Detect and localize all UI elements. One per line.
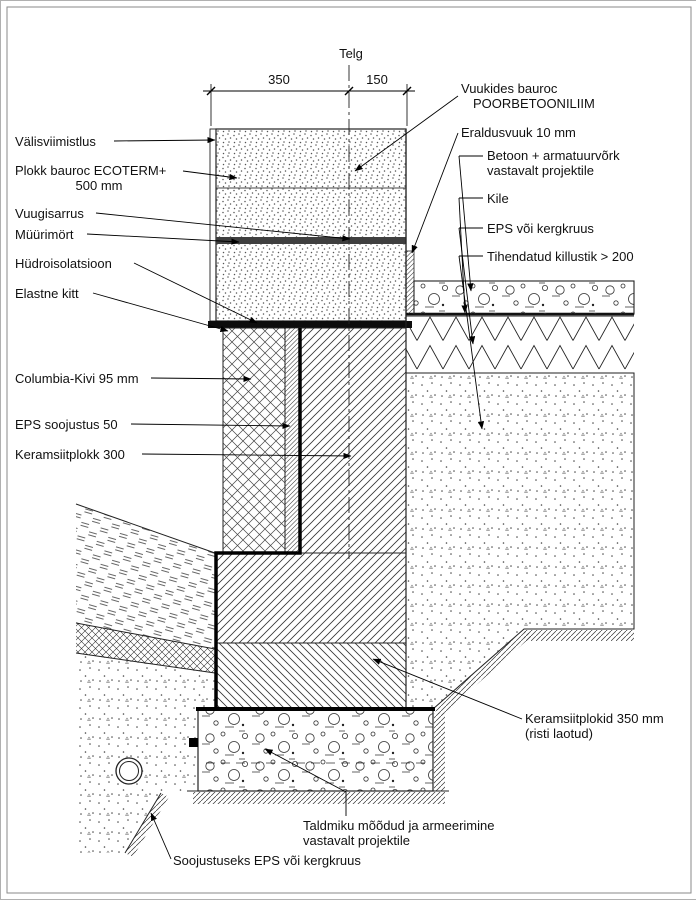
- label-betoon: Betoon + armatuurvõrk vastavalt projekti…: [487, 148, 620, 178]
- leader-lines: [86, 95, 523, 860]
- label-vuukides-line2: POORBETOONILIIM: [473, 96, 595, 111]
- dimension-150: 150: [366, 72, 388, 87]
- label-kile: Kile: [487, 191, 509, 206]
- label-vuukides-line1: Vuukides bauroc: [461, 81, 558, 96]
- waterproofing-band: [208, 321, 412, 328]
- foundation-block-cross-laid: [215, 642, 407, 710]
- label-columbia-kivi: Columbia-Kivi 95 mm: [15, 371, 139, 386]
- label-eraldusvuuk: Eraldusvuuk 10 mm: [461, 125, 576, 140]
- label-muurimort: Müürimört: [15, 227, 74, 242]
- label-betoon-line1: Betoon + armatuurvõrk: [487, 148, 620, 163]
- sheet-frame: [6, 6, 692, 894]
- wall-section: [208, 128, 412, 710]
- eraldusvuuk-joint: [405, 250, 415, 315]
- foundation-block-upper: [215, 552, 407, 644]
- label-taldmik: Taldmiku mõõdud ja armeerimine vastavalt…: [303, 818, 494, 848]
- label-eps-soojustus: EPS soojustus 50: [15, 417, 118, 432]
- bauroc-block: [215, 128, 407, 322]
- ground-left: [75, 503, 216, 857]
- label-vuukides: Vuukides bauroc POORBETOONILIIM: [461, 81, 595, 111]
- compacted-gravel-layer: [405, 372, 635, 710]
- label-eps-kergkruus: EPS või kergkruus: [487, 221, 594, 236]
- keramsiit-block: [299, 327, 407, 554]
- label-keramsiitplokid-line1: Keramsiitplokid 350 mm: [525, 711, 664, 726]
- label-hudroisolatsioon: Hüdroisolatsioon: [15, 256, 112, 271]
- axis-label: Telg: [339, 46, 363, 61]
- mortar-joint: [216, 237, 406, 244]
- floor-assembly: [405, 250, 635, 791]
- label-betoon-line2: vastavalt projektile: [487, 163, 594, 178]
- label-vuugisarrus: Vuugisarrus: [15, 206, 84, 221]
- label-plokk-line1: Plokk bauroc ECOTERM+: [15, 163, 167, 178]
- label-killustik: Tihendatud killustik > 200: [487, 249, 634, 264]
- footing: [187, 707, 449, 804]
- label-keramsiitplokk: Keramsiitplokk 300: [15, 447, 125, 462]
- eps-kergkruus-layer: [406, 316, 634, 373]
- membrane-line: [214, 328, 302, 709]
- concrete-floor-slab: [413, 280, 635, 315]
- label-elastne-kitt: Elastne kitt: [15, 286, 79, 301]
- label-keramsiitplokid: Keramsiitplokid 350 mm (risti laotud): [525, 711, 664, 741]
- label-soojustuseks: Soojustuseks EPS või kergkruus: [173, 853, 361, 868]
- label-plokk-line2: 500 mm: [75, 178, 123, 193]
- dimension-lines: [203, 65, 415, 559]
- label-keramsiitplokid-line2: (risti laotud): [525, 726, 593, 741]
- label-taldmik-line2: vastavalt projektile: [303, 833, 410, 848]
- dimension-350: 350: [268, 72, 290, 87]
- eps-insulation-layer: [284, 327, 301, 554]
- label-plokk-bauroc: Plokk bauroc ECOTERM+ 500 mm: [15, 163, 183, 193]
- label-valisviimistlus: Välisviimistlus: [15, 134, 96, 149]
- columbia-kivi-layer: [222, 327, 286, 554]
- footing-body: [197, 708, 434, 792]
- label-taldmik-line1: Taldmiku mõõdud ja armeerimine: [303, 818, 495, 833]
